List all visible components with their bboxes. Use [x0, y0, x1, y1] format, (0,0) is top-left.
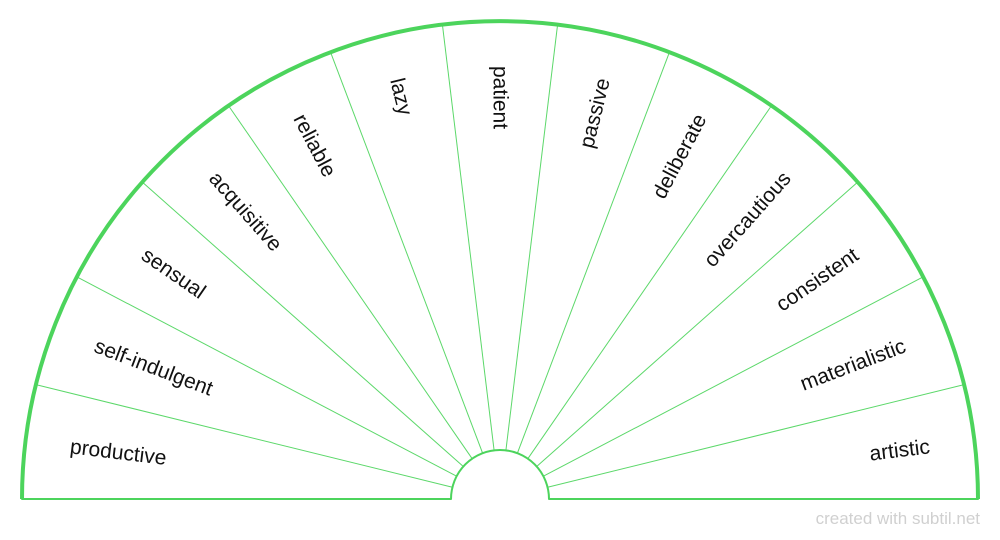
sector-divider: [228, 105, 473, 459]
sector-divider: [35, 384, 453, 488]
sector-divider: [527, 105, 772, 459]
sector-divider: [536, 181, 859, 467]
outer-arc: [20, 19, 980, 500]
sector-divider: [505, 24, 559, 451]
sector-divider: [330, 51, 484, 454]
fan-dividers: [35, 24, 965, 488]
sector-divider: [547, 384, 965, 488]
sector-label-patient: patient: [489, 66, 512, 129]
sector-divider: [516, 51, 670, 454]
sector-divider: [76, 276, 457, 477]
sector-divider: [543, 276, 924, 477]
sector-divider: [141, 181, 464, 467]
credit-text: created with subtil.net: [815, 509, 980, 528]
sector-divider: [441, 24, 495, 451]
